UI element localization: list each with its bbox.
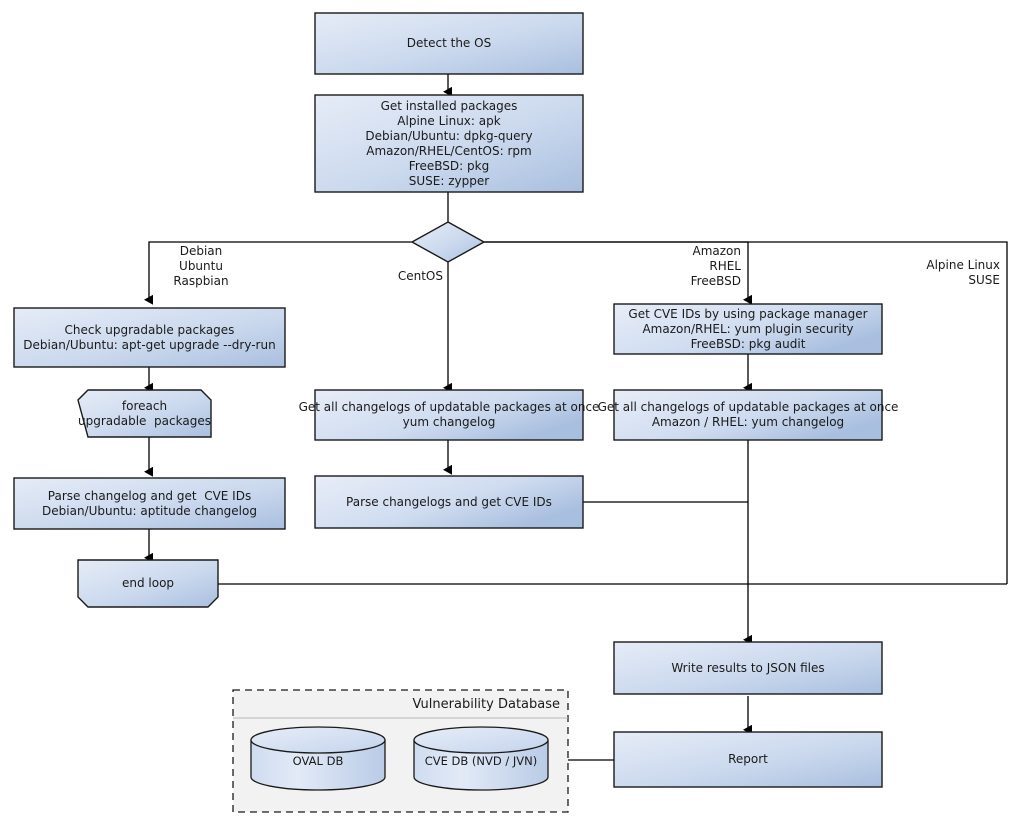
edge-label-centos-branch: CentOS [397, 269, 443, 283]
node-get-changelogs-centos [314, 389, 584, 441]
vulnerability-database-title: Vulnerability Database [412, 697, 560, 712]
node-end-loop [77, 559, 219, 608]
node-report [613, 731, 883, 788]
node-foreach [77, 389, 212, 438]
edge-label-alpine-branch: Alpine Linux SUSE [926, 258, 1000, 287]
node-parse-changelog-left [13, 477, 286, 530]
oval-db-cylinder [250, 726, 386, 791]
node-write-results [613, 641, 883, 695]
node-get-cve-ids-pkgmgr [613, 303, 883, 355]
node-parse-changelogs-centos [314, 475, 584, 529]
node-get-changelogs-rhel [613, 389, 883, 441]
oval-db-label: OVAL DB [292, 754, 344, 768]
cve-db-label: CVE DB (NVD / JVN) [424, 754, 538, 768]
node-detect-os [314, 12, 584, 75]
edge-label-debian-branch: Debian Ubuntu Raspbian [173, 244, 229, 288]
node-get-installed-packages [314, 94, 584, 193]
cve-db-cylinder [413, 726, 549, 791]
node-decision [410, 221, 486, 263]
edge-label-amazon-branch: Amazon RHEL FreeBSD [690, 244, 741, 288]
node-check-upgradable [13, 307, 286, 368]
